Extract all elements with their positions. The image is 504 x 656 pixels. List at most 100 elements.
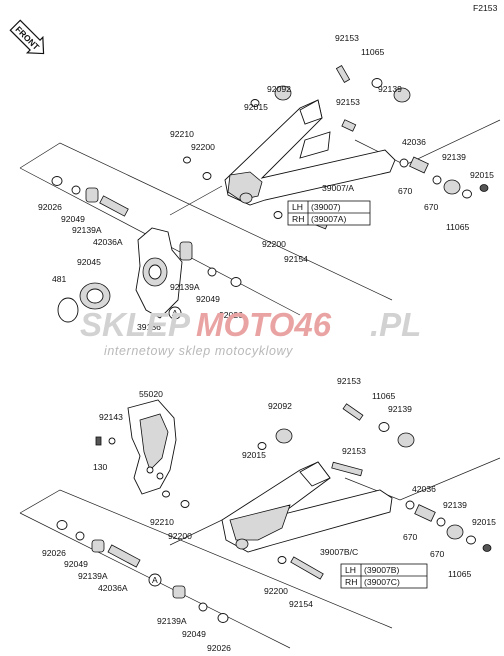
- side-table-top-rh-part: (39007A): [311, 214, 346, 224]
- label-92200: 92200: [191, 142, 215, 152]
- seal-670: [399, 158, 409, 168]
- side-table-top: LH (39007) RH (39007A): [287, 200, 371, 226]
- label-92153b: 92153: [336, 97, 360, 107]
- front-arrow-icon: FRONT: [9, 19, 45, 55]
- washer-92026b-bottom: [217, 613, 229, 623]
- label-92139a-b-bottom: 92139A: [157, 616, 187, 626]
- side-table-bottom-lh-part: (39007B): [364, 565, 399, 575]
- bushing-92139: [393, 87, 411, 103]
- watermark-brand-c: .PL: [370, 306, 421, 343]
- side-table-bottom: LH (39007B) RH (39007C): [340, 563, 428, 589]
- bushing-92139a-bottom: [91, 539, 105, 553]
- label-92026b-bottom: 92026: [207, 643, 231, 653]
- top-assembly: A 92153 11065 92092 92139 92015 92153 92…: [19, 33, 501, 332]
- label-92092: 92092: [267, 84, 291, 94]
- washer-92200-bottom: [180, 500, 190, 508]
- clamp-92143: [108, 437, 116, 445]
- bushing-92139b: [443, 179, 461, 195]
- label-92026b: 92026: [219, 310, 243, 320]
- nut-92210: [183, 156, 191, 164]
- ref-marker-a-top-label: A: [172, 308, 178, 318]
- label-92153b-bottom: 92153: [342, 446, 366, 456]
- label-92200-bottom: 92200: [168, 531, 192, 541]
- washer-92026: [51, 176, 63, 186]
- label-92139b-bottom: 92139: [443, 500, 467, 510]
- collar-42036a-bottom: [107, 544, 141, 568]
- watermark: SKLEP MOTO46 .PL internetowy sklep motoc…: [80, 306, 421, 358]
- seal-92049b-bottom: [198, 602, 208, 612]
- bushing-92139a: [85, 187, 99, 203]
- collar-42036-bottom: [414, 504, 436, 522]
- collar-42036: [409, 156, 429, 174]
- label-92049b-bottom: 92049: [182, 629, 206, 639]
- seal-670b-bottom: [436, 517, 446, 527]
- bolt-92153b: [341, 119, 357, 132]
- bushing-92092: [274, 85, 292, 101]
- label-39007a: 39007/A: [322, 183, 354, 193]
- bushing-92139a-b: [179, 241, 193, 261]
- label-11065b-bottom: 11065: [448, 569, 471, 579]
- label-130: 130: [93, 462, 108, 472]
- label-92139a: 92139A: [72, 225, 102, 235]
- label-92200b-bottom: 92200: [264, 586, 288, 596]
- bushing-92139-bottom: [397, 432, 415, 448]
- label-92154: 92154: [284, 254, 308, 264]
- label-92026: 92026: [38, 202, 62, 212]
- nut-92015b-bottom: [482, 544, 492, 552]
- bearing-92045: [79, 282, 111, 310]
- label-42036: 42036: [402, 137, 426, 147]
- watermark-tagline: internetowy sklep motocyklowy: [104, 344, 293, 358]
- bushing-92139a-b-bottom: [172, 585, 186, 599]
- washer-92200b-bottom: [277, 556, 287, 564]
- nut-92015: [250, 99, 260, 107]
- label-481: 481: [52, 274, 67, 284]
- washer-92026b: [230, 277, 242, 287]
- washer-11065b: [462, 189, 472, 199]
- nut-92210-bottom: [162, 490, 170, 498]
- label-92092-bottom: 92092: [268, 401, 292, 411]
- label-670b-bottom: 670: [430, 549, 445, 559]
- figure-code: F2153: [473, 3, 498, 13]
- label-92210-bottom: 92210: [150, 517, 174, 527]
- label-92015: 92015: [244, 102, 268, 112]
- seal-92049-bottom: [75, 531, 85, 541]
- circlip-481: [57, 297, 79, 323]
- bolt-92153: [335, 65, 351, 83]
- label-92026-bottom: 92026: [42, 548, 66, 558]
- seal-92049: [71, 185, 81, 195]
- side-table-bottom-rh-part: (39007C): [364, 577, 400, 587]
- bottom-assembly: A 55020 92153 11065 92143 92092 92139 13…: [19, 376, 501, 653]
- watermark-brand-a: SKLEP: [80, 306, 191, 343]
- seal-670b: [432, 175, 442, 185]
- washer-92200: [202, 172, 212, 180]
- ref-marker-a-top: [168, 306, 182, 320]
- knuckle-39186: [135, 227, 193, 319]
- side-table-top-rh: RH: [292, 214, 304, 224]
- label-92049: 92049: [61, 214, 85, 224]
- label-42036a-bottom: 42036A: [98, 583, 128, 593]
- swing-arm-39007: [224, 99, 396, 206]
- nut-92015-bottom: [257, 442, 267, 450]
- washer-11065b-bottom: [466, 535, 476, 545]
- label-92139-bottom: 92139: [388, 404, 412, 414]
- swing-arm-39007bc: [221, 461, 393, 553]
- label-92015b: 92015: [470, 170, 494, 180]
- label-39186: 39186: [137, 322, 161, 332]
- label-92200b: 92200: [262, 239, 286, 249]
- label-92045: 92045: [77, 257, 101, 267]
- ref-marker-a-bottom: [148, 573, 162, 587]
- nut-92015b: [479, 184, 489, 192]
- label-92015-bottom: 92015: [242, 450, 266, 460]
- seal-670-bottom: [405, 500, 415, 510]
- side-table-bottom-rh: RH: [345, 577, 357, 587]
- label-39007bc: 39007B/C: [320, 547, 358, 557]
- washer-11065: [371, 78, 383, 88]
- label-92153: 92153: [335, 33, 359, 43]
- washer-92200b: [273, 211, 283, 219]
- washer-92026-bottom: [56, 520, 68, 530]
- label-92015b-bottom: 92015: [472, 517, 496, 527]
- side-table-top-lh: LH: [292, 202, 303, 212]
- label-670: 670: [398, 186, 413, 196]
- washer-11065-bottom: [378, 422, 390, 432]
